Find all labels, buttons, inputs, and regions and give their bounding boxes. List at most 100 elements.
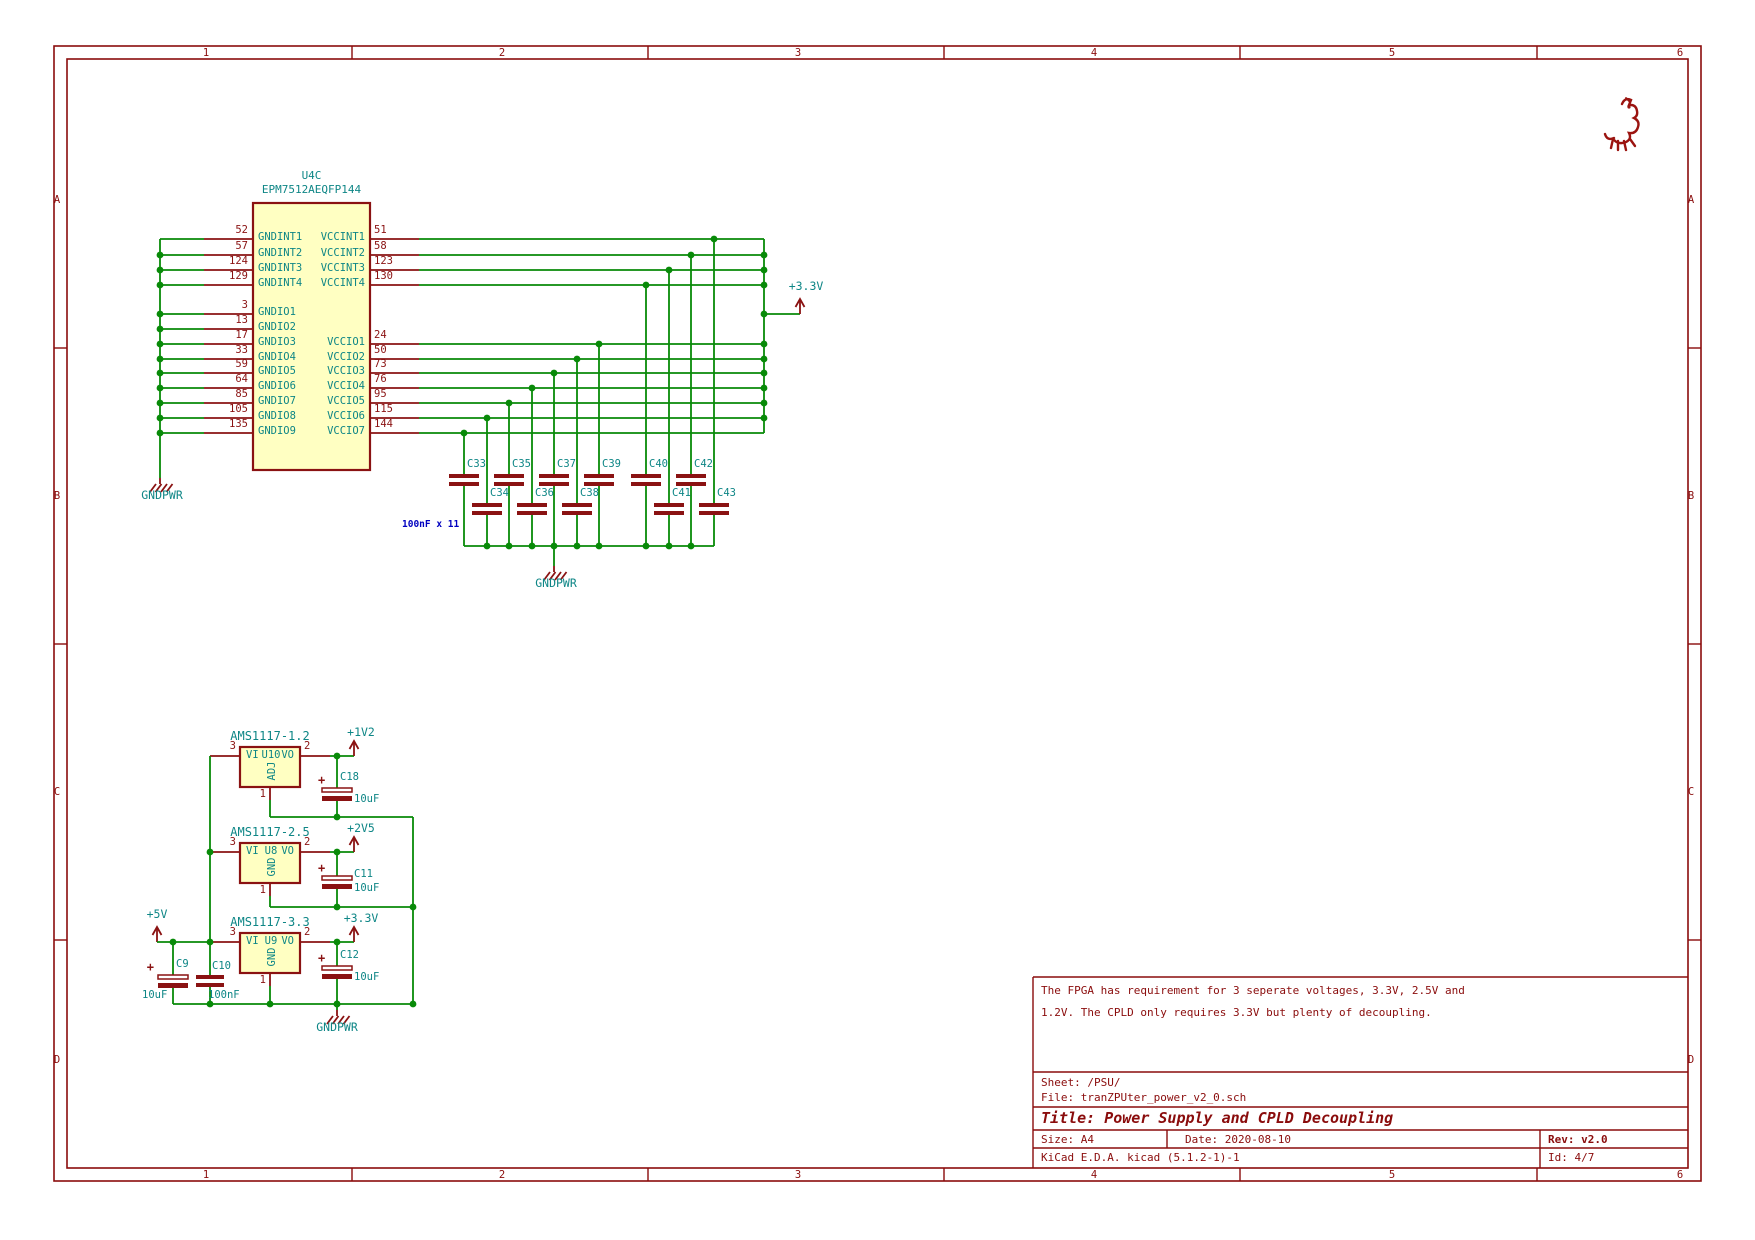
capacitor-reference[interactable]: C40 (649, 458, 668, 470)
regulator-reference[interactable]: U8 (264, 845, 278, 857)
capacitor[interactable] (449, 482, 479, 486)
capacitor-value[interactable]: 10uF (354, 971, 380, 983)
bank-note[interactable]: 100nF x 11 (402, 519, 460, 530)
capacitor-value[interactable]: 10uF (354, 882, 380, 894)
capacitor-reference[interactable]: C33 (467, 458, 486, 470)
ground-symbol-icon[interactable] (326, 1010, 351, 1025)
capacitor-polarized[interactable] (158, 983, 188, 988)
regulator-value[interactable]: AMS1117-1.2 (230, 729, 310, 743)
capacitor-polarized[interactable] (322, 796, 352, 801)
pin-name: GNDIO1 (258, 306, 296, 318)
capacitor[interactable] (562, 511, 592, 515)
capacitor[interactable] (654, 503, 684, 507)
pin-number: 123 (374, 255, 393, 267)
capacitor[interactable] (196, 975, 224, 979)
regulator-value[interactable]: AMS1117-3.3 (230, 915, 310, 929)
pin-number: 17 (235, 329, 248, 341)
capacitor-reference[interactable]: C43 (717, 487, 736, 499)
capacitor[interactable] (584, 482, 614, 486)
regulator-reference[interactable]: U9 (264, 935, 278, 947)
frame-ticks (54, 46, 1701, 1181)
capacitor-reference[interactable]: C11 (354, 868, 373, 880)
junction-dot (665, 266, 673, 274)
tool-field: KiCad E.D.A. kicad (5.1.2-1)-1 (1041, 1151, 1240, 1164)
capacitor-reference[interactable]: C42 (694, 458, 713, 470)
capacitor-reference[interactable]: C10 (212, 960, 231, 972)
junction-dot (595, 340, 603, 348)
capacitor-value[interactable]: 10uF (142, 989, 168, 1001)
pin-number: 13 (235, 314, 248, 326)
plus-sign: + (318, 773, 326, 787)
net-label-5v[interactable]: +5V (146, 907, 168, 921)
pin-number: 76 (374, 373, 387, 385)
power-arrow-icon[interactable] (348, 739, 360, 756)
net-label[interactable]: +3.3V (343, 911, 379, 925)
capacitor[interactable] (494, 474, 524, 478)
cpld-reference[interactable]: U4C (301, 169, 322, 182)
capacitor-polarized[interactable] (157, 974, 189, 980)
capacitor-value[interactable]: 100nF (208, 989, 240, 1001)
capacitor[interactable] (631, 474, 661, 478)
capacitor-polarized[interactable] (322, 884, 352, 889)
net-label[interactable]: +1V2 (347, 725, 375, 739)
net-label[interactable]: +2V5 (347, 821, 375, 835)
capacitor[interactable] (539, 474, 569, 478)
capacitor[interactable] (676, 482, 706, 486)
cpld-value[interactable]: EPM7512AEQFP144 (261, 183, 362, 196)
regulator-reference[interactable]: U10 (261, 749, 281, 761)
pin-name: VCCINT4 (320, 277, 365, 289)
title-field: Title: Power Supply and CPLD Decoupling (1041, 1109, 1394, 1127)
pin-name: GNDINT3 (258, 262, 303, 274)
capacitor-reference[interactable]: C39 (602, 458, 621, 470)
junction-dot (550, 369, 558, 377)
capacitor[interactable] (654, 511, 684, 515)
capacitor[interactable] (517, 511, 547, 515)
capacitor-reference[interactable]: C18 (340, 771, 359, 783)
net-label-3v3[interactable]: +3.3V (788, 279, 824, 293)
pin-name: GNDINT1 (258, 231, 303, 243)
capacitor[interactable] (517, 503, 547, 507)
capacitor[interactable] (562, 503, 592, 507)
regulator-body[interactable] (238, 745, 302, 789)
power-arrow-icon[interactable] (348, 835, 360, 852)
capacitor-reference[interactable]: C34 (490, 487, 509, 499)
capacitor-polarized[interactable] (321, 787, 353, 793)
capacitor-polarized[interactable] (321, 875, 353, 881)
capacitor[interactable] (699, 503, 729, 507)
capacitor-reference[interactable]: C35 (512, 458, 531, 470)
capacitor-reference[interactable]: C12 (340, 949, 359, 961)
capacitor-reference[interactable]: C38 (580, 487, 599, 499)
pin-number: 51 (374, 224, 387, 236)
capacitor[interactable] (196, 983, 224, 987)
cpld-body[interactable] (251, 201, 372, 472)
capacitor-value[interactable]: 10uF (354, 793, 380, 805)
pin-number: 2 (304, 926, 311, 938)
capacitor[interactable] (472, 511, 502, 515)
regulator-body[interactable] (238, 841, 302, 885)
capacitor-reference[interactable]: C9 (176, 958, 189, 970)
pin-number: 85 (235, 388, 248, 400)
capacitor-reference[interactable]: C41 (672, 487, 691, 499)
capacitor-polarized[interactable] (321, 965, 353, 971)
net-label-gndpwr[interactable]: GNDPWR (535, 576, 577, 590)
capacitor[interactable] (631, 482, 661, 486)
regulator-value[interactable]: AMS1117-2.5 (230, 825, 310, 839)
net-label-gndpwr[interactable]: GNDPWR (316, 1020, 358, 1034)
power-arrow-icon[interactable] (151, 925, 163, 942)
capacitor[interactable] (539, 482, 569, 486)
power-arrow-icon[interactable] (348, 925, 360, 942)
ground-symbol-icon[interactable] (149, 478, 174, 493)
capacitor[interactable] (472, 503, 502, 507)
capacitor-polarized[interactable] (322, 974, 352, 979)
power-arrow-icon[interactable] (794, 297, 806, 314)
capacitor[interactable] (494, 482, 524, 486)
capacitor[interactable] (676, 474, 706, 478)
ground-symbol-icon[interactable] (543, 566, 568, 581)
capacitor-reference[interactable]: C36 (535, 487, 554, 499)
capacitor[interactable] (584, 474, 614, 478)
capacitor[interactable] (699, 511, 729, 515)
capacitor-reference[interactable]: C37 (557, 458, 576, 470)
capacitor[interactable] (449, 474, 479, 478)
frame-col-label: 6 (1676, 1169, 1684, 1181)
net-label-gndpwr[interactable]: GNDPWR (141, 488, 183, 502)
